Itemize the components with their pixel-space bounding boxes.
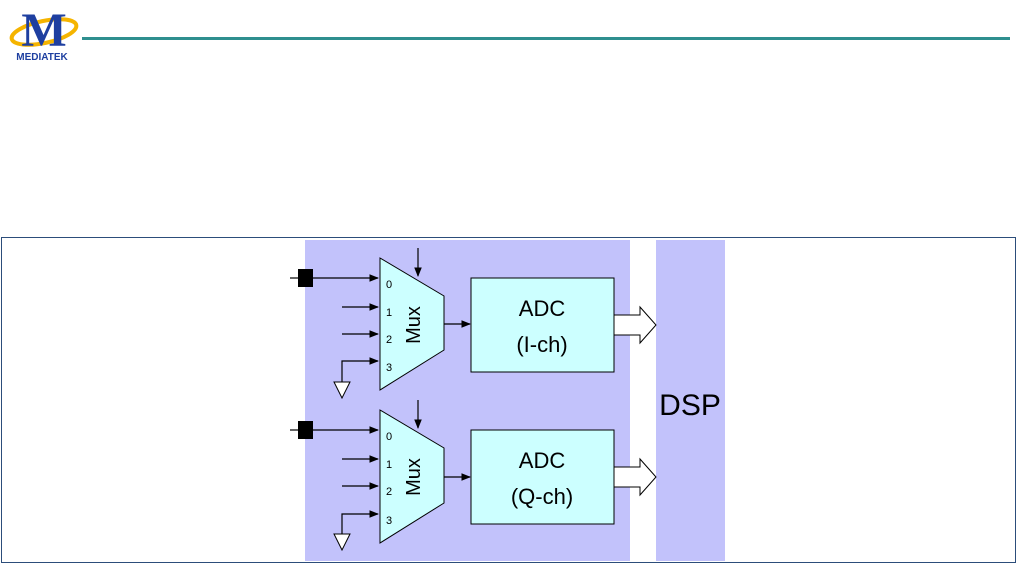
adc-i-title: ADC [519,296,566,321]
adc-i-subtitle: (I-ch) [516,332,567,357]
logo-wordmark: MEDIATEK [16,52,68,63]
mux-q-input-1-label: 1 [386,459,392,471]
i-channel: 0 1 2 3 Mux ADC (I-ch) [290,248,657,400]
mux-i-input-3-wire [341,357,379,382]
input-pad-q [298,421,313,439]
adc-q-title: ADC [519,448,566,473]
mux-q-input-0-label: 0 [386,431,392,443]
logo-initial: M [21,4,66,57]
ground-i-icon [333,381,351,400]
dsp-label: DSP [659,389,721,422]
mediatek-logo: M MEDIATEK [9,4,79,63]
mux-i-input-0-label: 0 [386,279,392,291]
adc-q-block [470,429,615,525]
mux-q-input-3-wire [341,510,379,534]
mux-q [379,409,445,544]
ground-q-icon [333,533,351,552]
adc-i-block [470,277,615,373]
adc-q-subtitle: (Q-ch) [511,484,573,509]
logo-ring-icon [9,17,79,47]
diagram-frame [1,237,1016,563]
input-pad-i [298,269,313,287]
mux-q-input-3-label: 3 [386,515,392,527]
mux-i [379,257,445,391]
mux-q-label: Mux [403,458,425,496]
q-channel: 0 1 2 3 Mux ADC (Q-ch) [290,400,657,552]
mux-i-input-1-label: 1 [386,307,392,319]
adc-q-bus-arrow [613,457,657,497]
header-rule [82,37,1010,40]
mux-i-input-2-label: 2 [386,334,392,346]
dsp-panel [656,240,725,561]
mux-i-label: Mux [403,306,425,344]
mux-q-input-2-label: 2 [386,486,392,498]
mux-i-input-3-label: 3 [386,362,392,374]
adc-i-bus-arrow [613,305,657,345]
